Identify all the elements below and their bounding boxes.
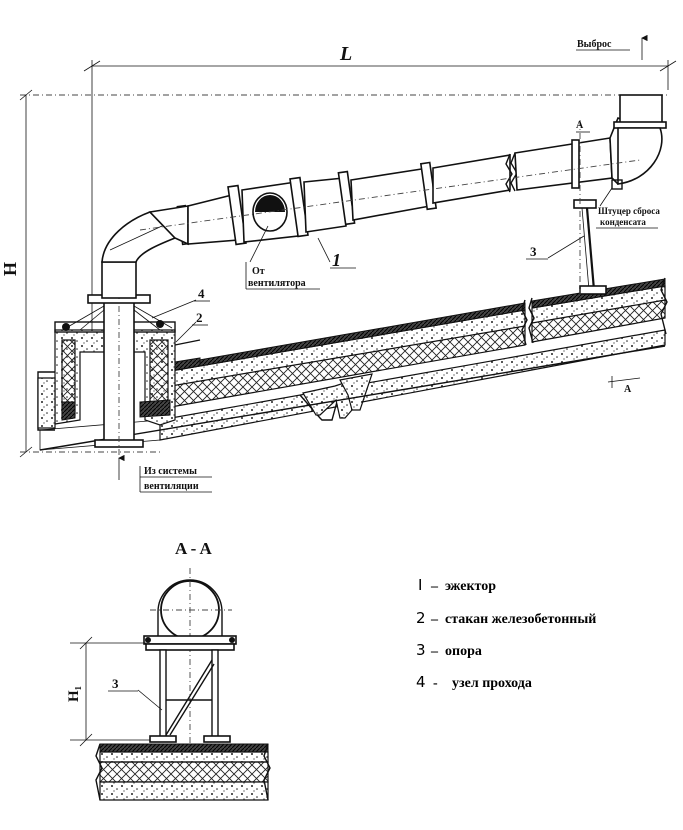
ot-ventilatora-line1: От: [252, 266, 265, 277]
callout-1-leader: [317, 237, 331, 263]
legend-item: I – эжектор: [418, 576, 496, 594]
legend-item: 4 - узел прохода: [416, 673, 532, 691]
legend-text: стакан железобетонный: [445, 612, 596, 627]
callout-4: 4: [198, 286, 205, 301]
section-callout-3-leader: [137, 689, 163, 711]
shtucer-leader: [599, 187, 613, 207]
legend: I – эжектор 2 – стакан железобетонный 3 …: [416, 576, 596, 691]
iz-sistemy-line2: вентиляции: [144, 481, 199, 492]
callout-3: 3: [530, 244, 537, 259]
section-marker-a-bottom: A: [624, 384, 632, 395]
legend-item: 3 – опора: [416, 641, 482, 659]
callout-3-leader: [547, 235, 585, 259]
h1-dimension: [70, 636, 150, 747]
ejector-pipeline: [101, 94, 667, 299]
section-callout-3: 3: [112, 676, 119, 691]
shtucer-label-line2: конденсата: [600, 217, 646, 227]
legend-num: 3: [416, 641, 426, 659]
legend-text: узел прохода: [452, 676, 532, 691]
callout-1: 1: [332, 250, 341, 270]
legend-dash: –: [430, 612, 439, 627]
shtucer-label-line1: Штуцер сброса: [598, 206, 660, 216]
ot-ventilatora-leader: [249, 225, 269, 263]
iz-sistemy-line1: Из системы: [144, 466, 197, 477]
legend-dash: –: [430, 644, 439, 659]
support-post: [573, 120, 607, 300]
legend-num: 4: [416, 673, 426, 691]
section-marker-a-top: A: [576, 120, 584, 131]
inlet-pipe: [62, 280, 173, 462]
dimension-h-label: H: [0, 262, 20, 276]
legend-dash: -: [433, 676, 438, 691]
dimension-h1-label: H₁: [66, 686, 82, 702]
legend-text: эжектор: [445, 579, 496, 594]
dimension-l-label: L: [339, 43, 352, 65]
legend-text: опора: [445, 644, 482, 659]
legend-dash: –: [430, 579, 439, 594]
callout-2: 2: [196, 310, 203, 325]
callout-4-leader: [151, 299, 197, 319]
dimension-lines: [19, 60, 677, 458]
vybros-label: Выброс: [577, 39, 612, 50]
ot-ventilatora-line2: вентилятора: [248, 278, 306, 289]
legend-num: 2: [416, 609, 426, 627]
section-title: A - A: [175, 539, 213, 558]
roof-structure: [37, 277, 668, 451]
section-aa-drawing: [95, 568, 271, 801]
legend-num: I: [418, 576, 422, 594]
legend-item: 2 – стакан железобетонный: [416, 609, 596, 627]
section-marker-a-bottom-line: [607, 377, 641, 383]
